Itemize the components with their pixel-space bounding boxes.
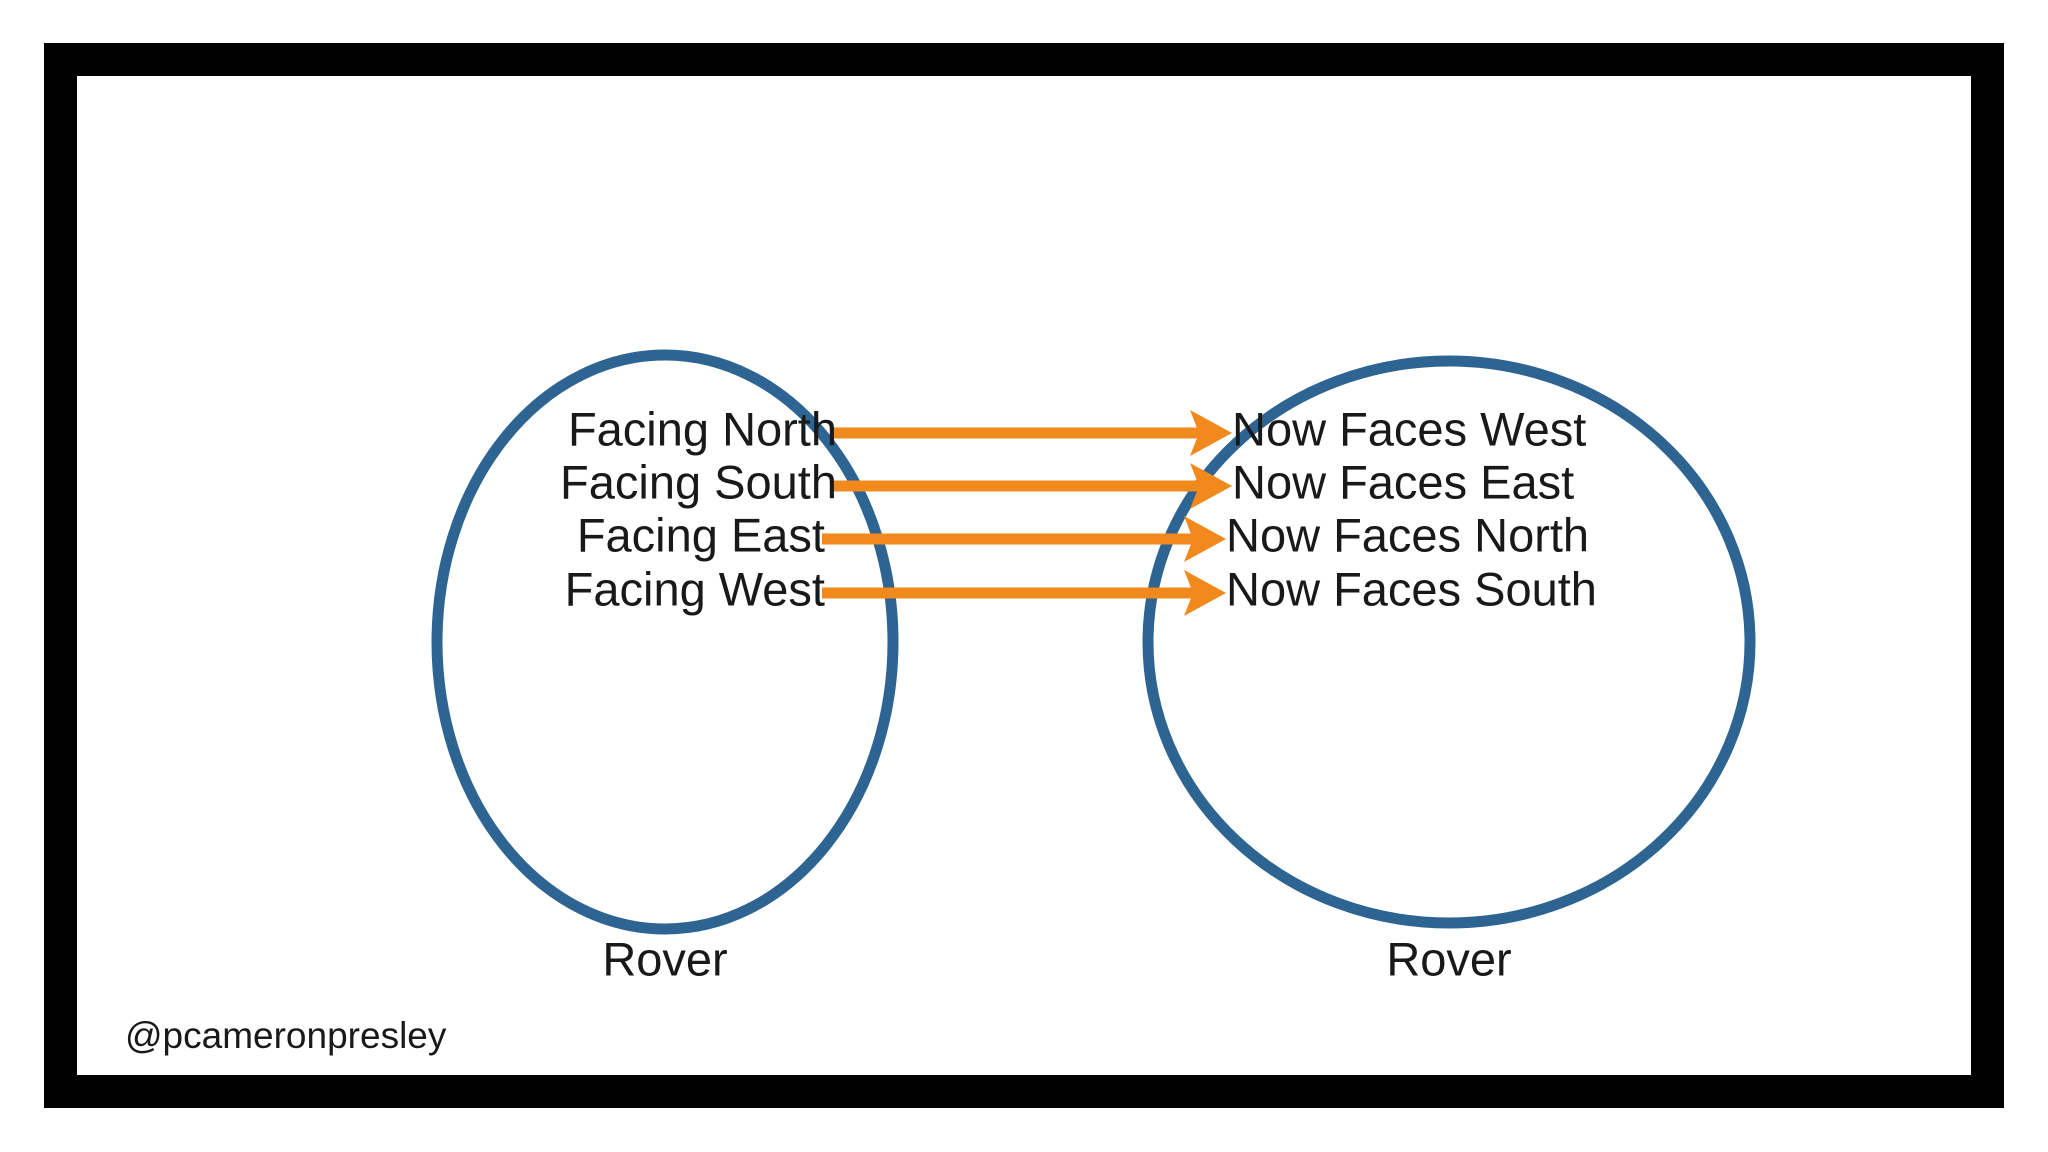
right-item-now-faces-east: Now Faces East bbox=[1232, 455, 1574, 508]
mapping-arrow-east-to-north bbox=[822, 516, 1226, 562]
mapping-diagram: Facing North Facing South Facing East Fa… bbox=[125, 349, 1756, 1056]
right-rover-ellipse bbox=[1142, 355, 1756, 929]
right-item-now-faces-west: Now Faces West bbox=[1232, 402, 1586, 455]
left-item-facing-south: Facing South bbox=[560, 455, 837, 508]
right-item-now-faces-north: Now Faces North bbox=[1226, 508, 1589, 561]
right-item-now-faces-south: Now Faces South bbox=[1226, 562, 1597, 615]
mapping-arrow-north-to-west bbox=[834, 410, 1232, 456]
left-item-facing-east: Facing East bbox=[577, 508, 825, 561]
arrow-head-icon bbox=[1184, 570, 1226, 616]
slide-frame-border: Facing North Facing South Facing East Fa… bbox=[44, 43, 2004, 1108]
mapping-arrow-south-to-east bbox=[834, 463, 1232, 509]
author-watermark: @pcameronpresley bbox=[125, 1015, 447, 1056]
left-item-facing-west: Facing West bbox=[565, 562, 825, 615]
mapping-arrow-west-to-south bbox=[822, 570, 1226, 616]
arrow-head-icon bbox=[1184, 516, 1226, 562]
left-item-facing-north: Facing North bbox=[568, 402, 837, 455]
arrow-head-icon bbox=[1190, 410, 1232, 456]
left-rover-ellipse bbox=[431, 349, 899, 935]
left-group-label: Rover bbox=[602, 932, 727, 985]
right-group-label: Rover bbox=[1386, 932, 1511, 985]
arrow-head-icon bbox=[1190, 463, 1232, 509]
slide-canvas: Facing North Facing South Facing East Fa… bbox=[77, 76, 1971, 1075]
